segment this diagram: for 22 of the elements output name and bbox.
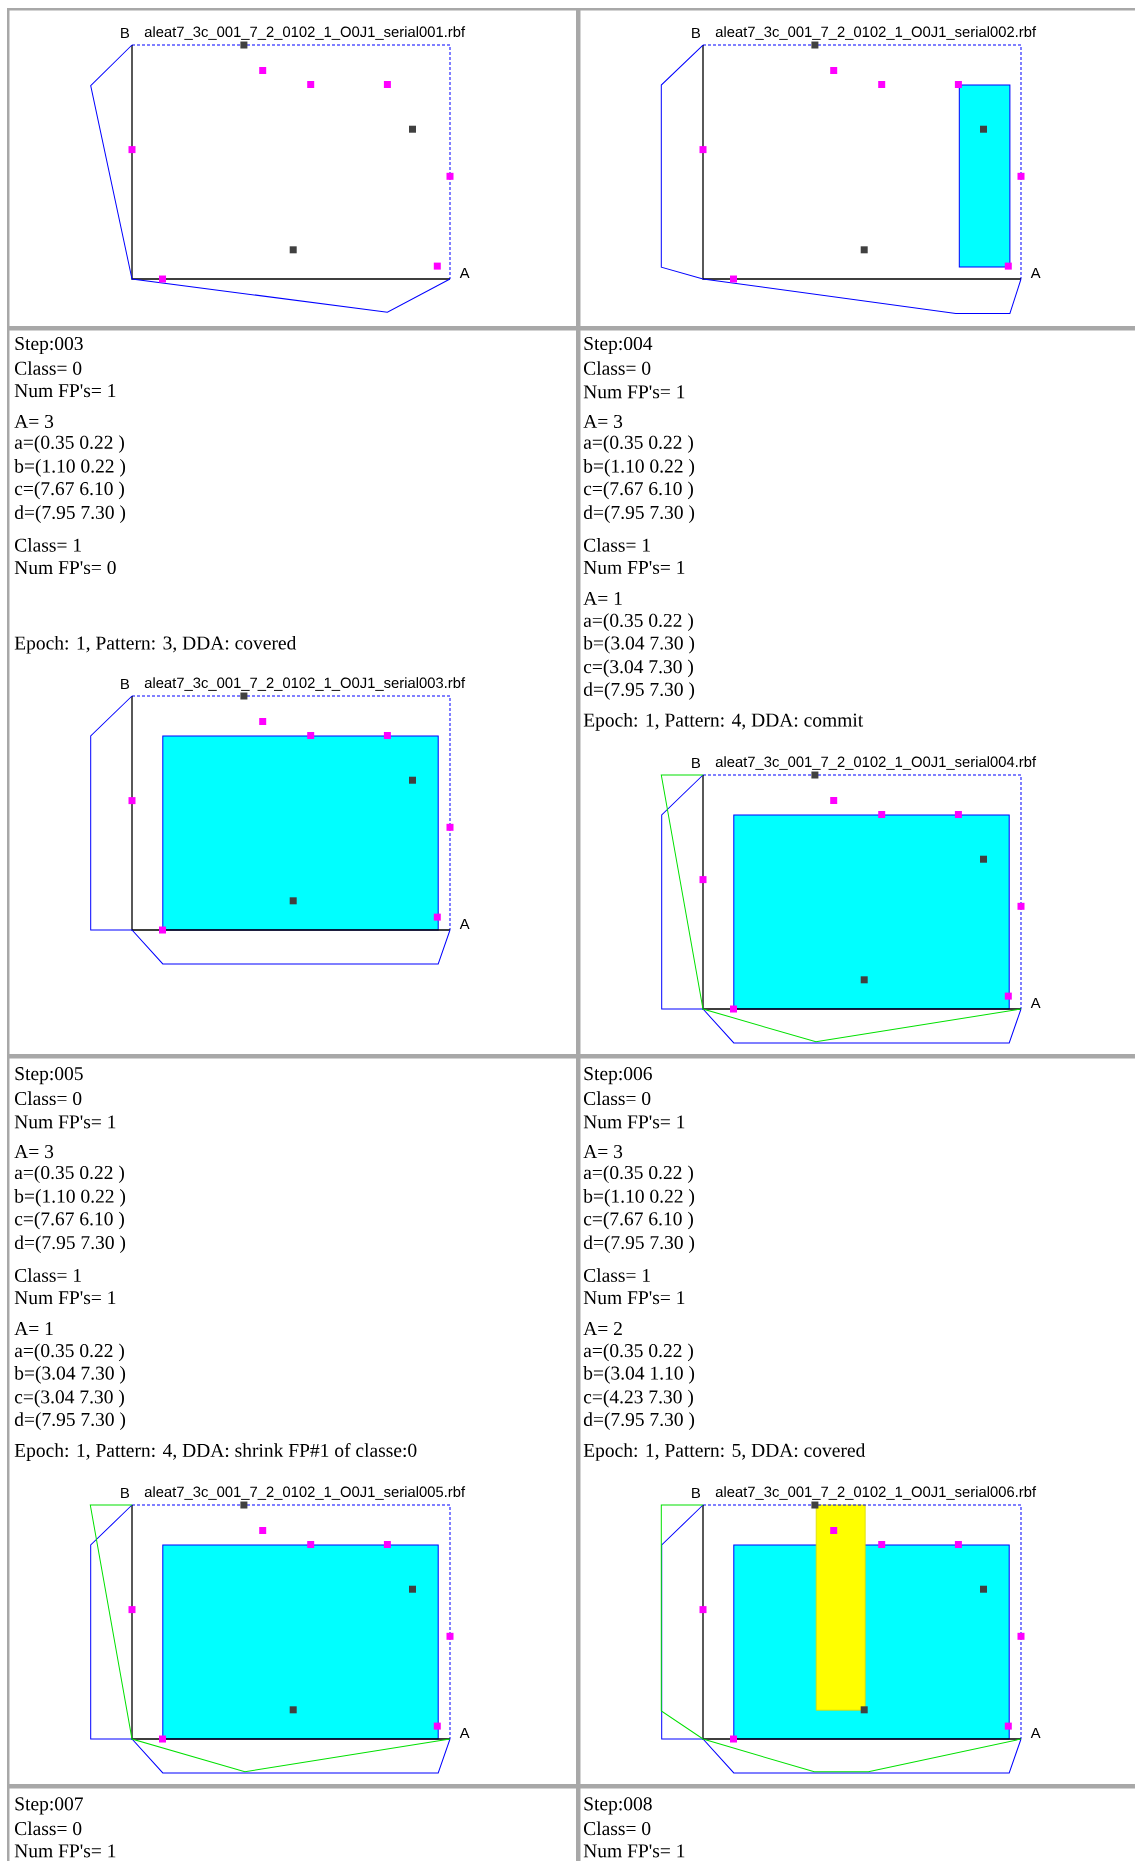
file-name: aleat7_3c_001_7_2_0102_1_O0J1_serial001.rbf [144, 26, 466, 40]
table-cell: Step:008 Class= 0 Num FP's= 1 [578, 1786, 1135, 1861]
table-cell: Step:007 Class= 0 Num FP's= 1 [7, 1786, 579, 1861]
corner-label: B [692, 757, 700, 769]
corner-label: B [692, 27, 700, 39]
corner-label: A [459, 918, 470, 930]
corner-label: B [121, 27, 129, 39]
file-name: aleat7_3c_001_7_2_0102_1_O0J1_serial003.rbf [144, 677, 466, 691]
table-cell [7, 8, 579, 329]
corner-label: A [1030, 997, 1041, 1009]
corner-label: A [459, 267, 470, 279]
corner-label: B [692, 1487, 700, 1499]
corner-label: B [121, 1487, 129, 1499]
table-cell [578, 8, 1135, 329]
corner-label: A [1030, 267, 1041, 279]
corner-label: A [1030, 1727, 1041, 1739]
file-name: aleat7_3c_001_7_2_0102_1_O0J1_serial004.rbf [715, 756, 1037, 770]
file-name: aleat7_3c_001_7_2_0102_1_O0J1_serial006.rbf [715, 1486, 1037, 1500]
corner-label: B [121, 678, 129, 690]
corner-label: A [459, 1727, 470, 1739]
file-name: aleat7_3c_001_7_2_0102_1_O0J1_serial002.rbf [715, 26, 1037, 40]
file-name: aleat7_3c_001_7_2_0102_1_O0J1_serial005.rbf [144, 1486, 466, 1500]
